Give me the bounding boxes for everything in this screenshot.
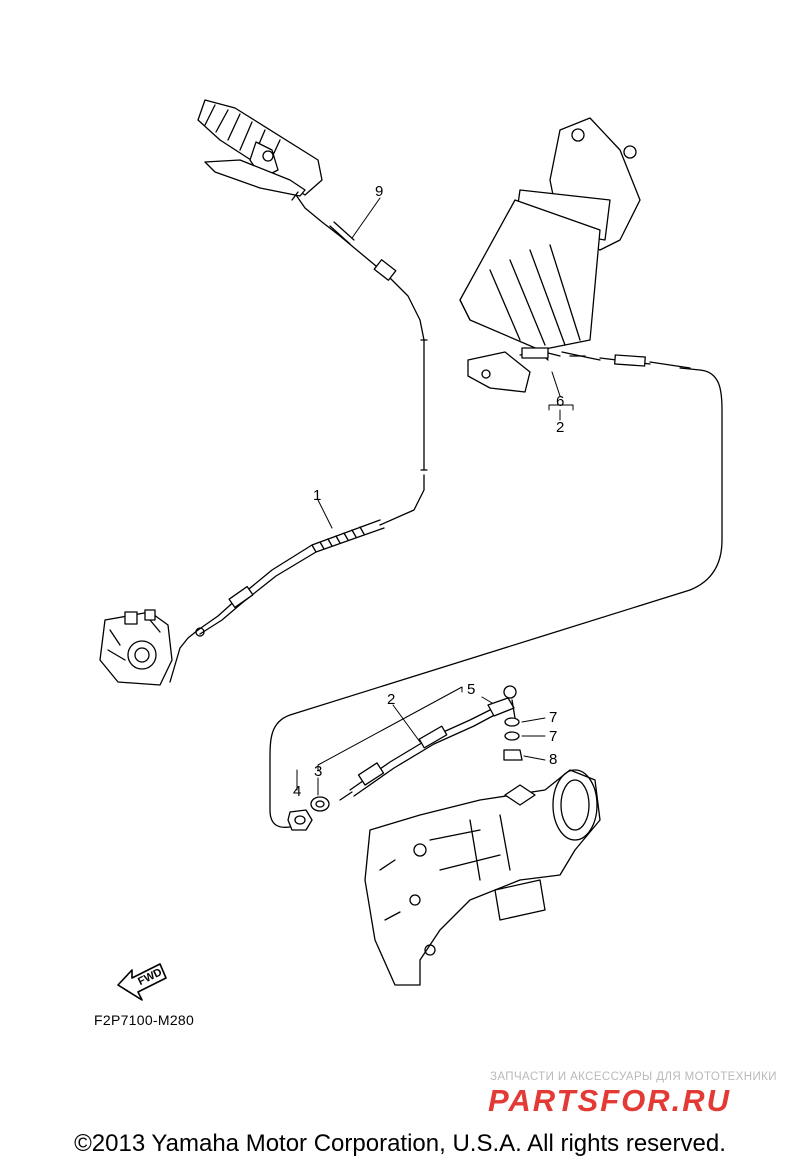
callout-9: 9 [375, 183, 383, 200]
callout-1: 1 [313, 487, 321, 504]
callout-7a: 7 [549, 709, 557, 726]
callout-7b: 7 [549, 728, 557, 745]
washer-3 [310, 796, 330, 812]
steering-cable-end [269, 347, 723, 828]
callout-5: 5 [467, 681, 475, 698]
cable-1 [169, 519, 385, 683]
callout-3: 3 [314, 763, 322, 780]
copyright-notice: ©2013 Yamaha Motor Corporation, U.S.A. A… [74, 1130, 726, 1157]
fwd-arrow-icon [117, 963, 167, 1001]
jet-pump-housing [364, 769, 601, 986]
callout-2-top: 2 [556, 419, 564, 436]
handlebar-grip-assembly [197, 99, 323, 197]
callout-leaders [296, 197, 574, 796]
figure-code: F2P7100-M280 [94, 1012, 195, 1028]
callout-4: 4 [293, 783, 301, 800]
nut-4 [287, 809, 313, 831]
watermark-logo: PARTSFOR.RU [488, 1083, 732, 1118]
cable-2-lower [339, 704, 503, 801]
throttle-cable [291, 191, 428, 526]
watermark-subtitle: ЗАПЧАСТИ И АКСЕССУАРЫ ДЛЯ МОТОТЕХНИКИ [490, 1071, 777, 1083]
washer-7 [504, 717, 520, 741]
callout-6: 6 [556, 393, 564, 410]
callout-2-bottom: 2 [387, 691, 395, 708]
callout-8: 8 [549, 751, 557, 768]
joint-5 [487, 685, 517, 719]
steering-column [459, 117, 641, 393]
nut-8 [503, 749, 523, 761]
carburetor-assembly [99, 609, 173, 686]
